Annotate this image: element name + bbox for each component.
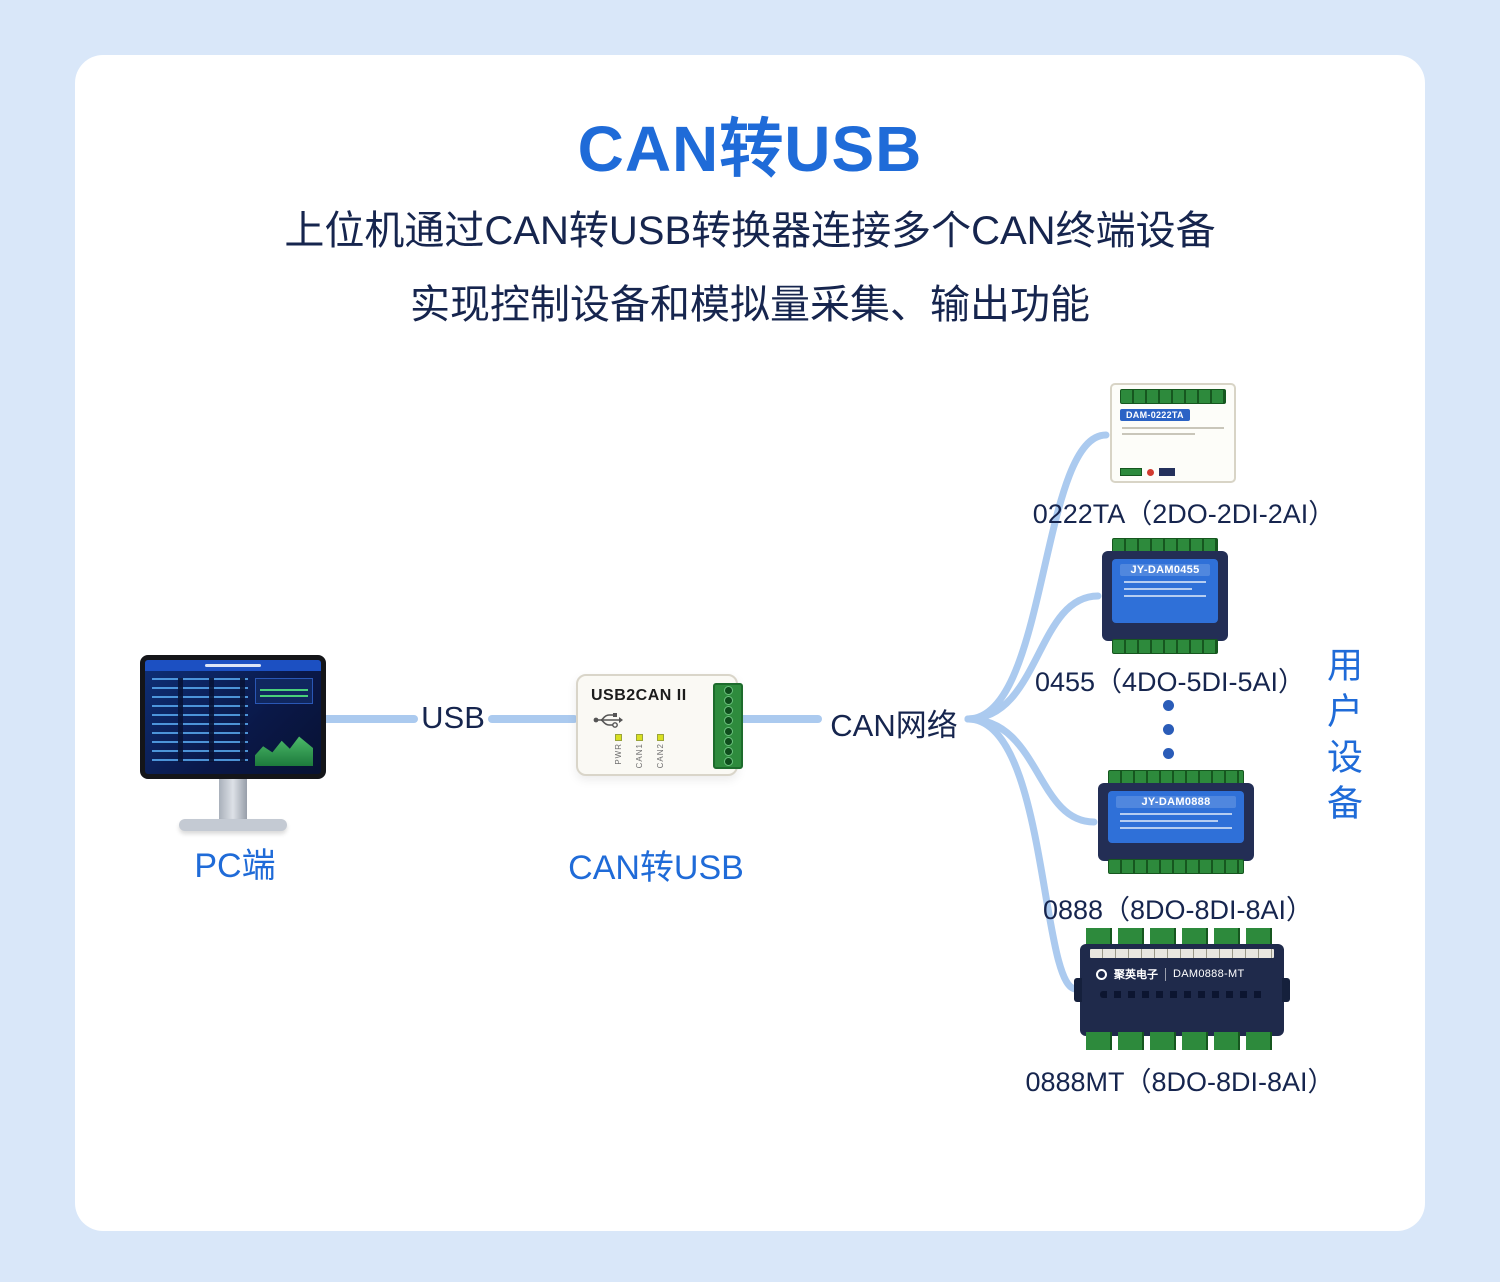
usb-link-label: USB <box>421 700 485 735</box>
device-0888: JY-DAM0888 <box>1098 770 1254 874</box>
dashboard-header-bar <box>145 660 321 671</box>
brand-logo-icon <box>1096 968 1107 980</box>
device-0455: JY-DAM0455 <box>1102 538 1228 654</box>
device-front-panel: JY-DAM0455 <box>1112 559 1218 623</box>
led-can1: CAN1 <box>635 733 644 768</box>
device-front-panel: JY-DAM0888 <box>1108 791 1244 843</box>
device-body: JY-DAM0888 <box>1098 783 1254 861</box>
terminal-strip <box>1086 928 1278 946</box>
terminal-strip <box>1086 1032 1278 1050</box>
led-label-pwr: PWR <box>614 742 623 765</box>
device-caption-0455: 0455（4DO-5DI-5AI） <box>1034 667 1306 697</box>
device-model-text: JY-DAM0888 <box>1116 796 1236 808</box>
device-caption-0888: 0888（8DO-8DI-8AI） <box>1042 895 1314 925</box>
vent-holes <box>1100 991 1264 998</box>
terminal-strip <box>1108 859 1244 874</box>
divider <box>1165 967 1166 981</box>
device-0222ta: DAM-0222TA <box>1110 383 1236 483</box>
brand-text: 聚英电子 <box>1114 969 1158 981</box>
device-body: JY-DAM0455 <box>1102 551 1228 641</box>
led-label-can2: CAN2 <box>656 742 665 768</box>
terminal-strip <box>1112 639 1218 654</box>
label-strip <box>1090 949 1274 958</box>
device-model-badge: DAM-0222TA <box>1120 409 1190 421</box>
device-model-text: JY-DAM0455 <box>1120 564 1210 576</box>
usb2can-converter: USB2CAN II PWR CAN1 CAN2 <box>576 674 743 776</box>
dashboard-mini-panel <box>255 678 313 704</box>
led-label-can1: CAN1 <box>635 742 644 768</box>
pc-monitor <box>140 655 326 831</box>
device-bottom-parts <box>1120 468 1175 476</box>
user-devices-label: 用户设备 <box>1322 646 1363 830</box>
dashboard-green-chart <box>255 736 313 766</box>
device-caption-0222ta: 0222TA（2DO-2DI-2AI） <box>1032 499 1336 529</box>
panel-text-lines <box>1112 581 1218 597</box>
device-caption-0888mt: 0888MT（8DO-8DI-8AI） <box>1025 1067 1335 1097</box>
green-terminal-block <box>713 683 743 769</box>
device-model-text: DAM0888-MT <box>1173 968 1245 980</box>
monitor-stand-neck <box>219 779 247 821</box>
panel-text-lines <box>1108 813 1244 829</box>
page-title: CAN转USB <box>577 113 923 185</box>
usb-trident-icon <box>593 713 623 728</box>
monitor-stand-base <box>179 819 287 831</box>
led-indicator <box>615 733 622 741</box>
dashboard-data-rows <box>152 678 248 762</box>
converter-label: CAN转USB <box>568 849 744 887</box>
led-can2: CAN2 <box>656 733 665 768</box>
device-title-row: 聚英电子 DAM0888-MT <box>1096 966 1284 982</box>
led-pwr: PWR <box>614 733 623 768</box>
subtitle-line-1: 上位机通过CAN转USB转换器连接多个CAN终端设备 <box>284 209 1216 253</box>
device-0888mt: 聚英电子 DAM0888-MT <box>1074 928 1290 1050</box>
converter-model-text: USB2CAN II <box>591 687 687 704</box>
subtitle-line-2: 实现控制设备和模拟量采集、输出功能 <box>410 283 1090 327</box>
can-network-label: CAN网络 <box>830 708 958 743</box>
led-indicator <box>636 733 643 741</box>
converter-leds: PWR CAN1 CAN2 <box>614 733 665 768</box>
pc-screen <box>140 655 326 779</box>
device-body: 聚英电子 DAM0888-MT <box>1074 944 1290 1036</box>
label-lines <box>1112 427 1234 435</box>
pc-label: PC端 <box>194 847 276 885</box>
led-indicator <box>657 733 664 741</box>
terminal-strip <box>1120 389 1226 404</box>
more-devices-ellipsis <box>1163 700 1174 759</box>
